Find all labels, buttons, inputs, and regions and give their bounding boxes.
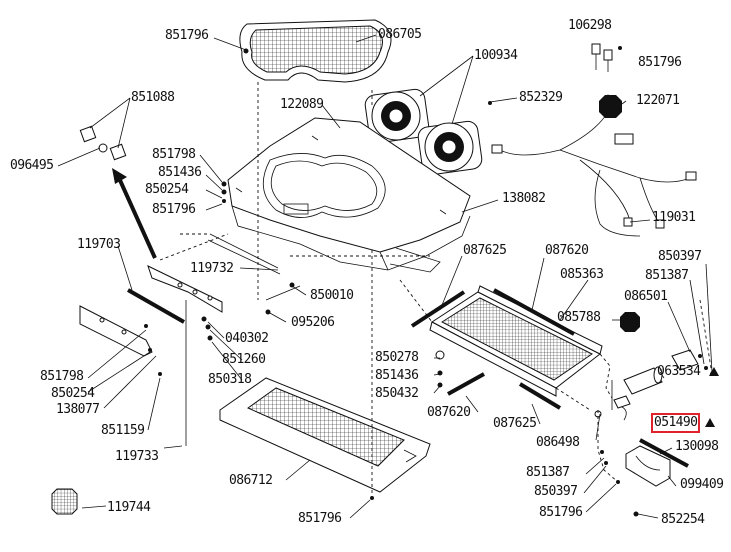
callout-label: 096495 bbox=[10, 158, 54, 173]
callout-label: 087625 bbox=[493, 416, 537, 431]
callout-label: 063534 bbox=[657, 364, 701, 379]
callout-label: 040302 bbox=[225, 331, 269, 346]
callout-label: 086712 bbox=[229, 473, 273, 488]
leader-lines bbox=[57, 34, 713, 519]
callout-label: 851796 bbox=[539, 505, 583, 520]
warning-triangle-icon bbox=[705, 418, 715, 427]
callout-label: 851798 bbox=[152, 147, 196, 162]
callout-label: 119744 bbox=[107, 500, 151, 515]
callout-label: 852254 bbox=[661, 512, 705, 527]
callout-label: 850010 bbox=[310, 288, 354, 303]
callout-label: 119031 bbox=[652, 210, 696, 225]
callout-label: 851436 bbox=[158, 165, 202, 180]
callout-label: 122089 bbox=[280, 97, 324, 112]
condenser-coil bbox=[410, 285, 603, 410]
callout-label: 850432 bbox=[375, 386, 419, 401]
callout-label: 850278 bbox=[375, 350, 419, 365]
main-housing bbox=[227, 117, 471, 273]
callout-label: 851387 bbox=[645, 268, 689, 283]
callout-label: 138077 bbox=[56, 402, 100, 417]
callout-label: 852329 bbox=[519, 90, 563, 105]
callout-label: 087620 bbox=[427, 405, 471, 420]
callout-label: 851796 bbox=[638, 55, 682, 70]
callout-label: 099409 bbox=[680, 477, 724, 492]
callout-label: 086705 bbox=[378, 27, 422, 42]
callout-label: 851796 bbox=[298, 511, 342, 526]
callout-label: 100934 bbox=[474, 48, 518, 63]
callout-label: 850397 bbox=[534, 484, 578, 499]
receiver-drier bbox=[611, 349, 699, 421]
callout-label: 087620 bbox=[545, 243, 589, 258]
callout-label: 119732 bbox=[190, 261, 234, 276]
callout-label: 850318 bbox=[208, 372, 252, 387]
callout-label: 122071 bbox=[636, 93, 680, 108]
warning-triangle-icon bbox=[709, 367, 719, 376]
callout-label: 138082 bbox=[502, 191, 546, 206]
fasteners bbox=[144, 46, 714, 517]
callout-label: 119733 bbox=[115, 449, 159, 464]
callout-label: 851088 bbox=[131, 90, 175, 105]
callout-label: 851796 bbox=[165, 28, 209, 43]
callout-label: 851796 bbox=[152, 202, 196, 217]
callout-label: 850254 bbox=[145, 182, 189, 197]
callout-label: 085788 bbox=[557, 310, 601, 325]
callout-label: 851798 bbox=[40, 369, 84, 384]
callout-label: 085363 bbox=[560, 267, 604, 282]
callout-label: 851159 bbox=[101, 423, 145, 438]
callout-label: 106298 bbox=[568, 18, 612, 33]
callout-label: 087625 bbox=[463, 243, 507, 258]
callout-label: 130098 bbox=[675, 439, 719, 454]
callout-label: 086501 bbox=[624, 289, 668, 304]
fan-assembly bbox=[364, 88, 483, 176]
callout-label: 086498 bbox=[536, 435, 580, 450]
bottom-filter-pad bbox=[219, 377, 431, 493]
top-filter-pad bbox=[239, 19, 392, 83]
callout-label-highlighted[interactable]: 051490 bbox=[650, 413, 701, 433]
callout-label: 850397 bbox=[658, 249, 702, 264]
callout-label: 851387 bbox=[526, 465, 570, 480]
callout-label: 119703 bbox=[77, 237, 121, 252]
callout-label: 851436 bbox=[375, 368, 419, 383]
assembly-lines bbox=[159, 82, 713, 500]
callout-label: 095206 bbox=[291, 315, 335, 330]
callout-label: 850254 bbox=[51, 386, 95, 401]
callout-label: 851260 bbox=[222, 352, 266, 367]
